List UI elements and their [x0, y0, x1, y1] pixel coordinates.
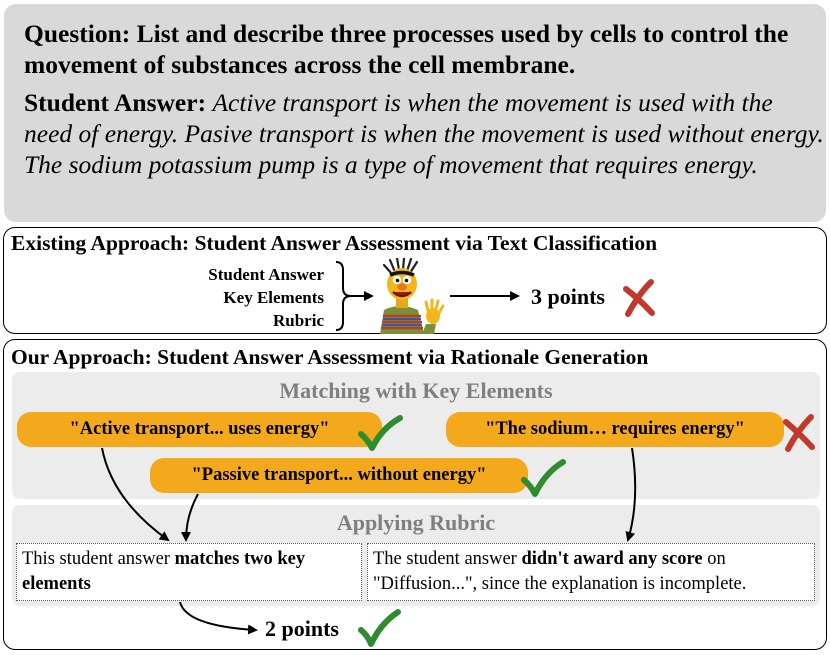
student-answer: Student Answer: Active transport is when… [24, 87, 826, 180]
rubric-left-rationale: This student answer matches two key elem… [16, 543, 362, 601]
matching-panel-title: Matching with Key Elements [279, 378, 553, 403]
rubric-panel-title: Applying Rubric [336, 510, 496, 535]
our-approach-box: Our Approach: Student Answer Assessment … [3, 339, 827, 650]
rubric-right-rationale: The student answer didn't award any scor… [367, 543, 815, 601]
rubric-right-bold: didn't award any score [521, 549, 703, 569]
our-approach-title: Our Approach: Student Answer Assessment … [11, 345, 649, 369]
input-list: Student Answer Key Elements Rubric [164, 263, 324, 332]
final-result: 2 points [265, 616, 339, 641]
student-answer-text: Active transport is when the movement is… [24, 88, 824, 179]
cross-icon [623, 279, 655, 317]
question-box: Question: List and describe three proces… [4, 4, 826, 222]
existing-result: 3 points [531, 284, 605, 309]
input-key-elements: Key Elements [223, 288, 324, 307]
bert-muppet-icon [380, 258, 445, 334]
rubric-right-pre: The student answer [373, 549, 522, 569]
check-icon [358, 415, 403, 451]
rubric-right-post: on "Diffusion...", since the explanation… [373, 549, 747, 594]
key-element-sodium-pump: "The sodium… requires energy" [446, 412, 784, 447]
existing-approach-title: Existing Approach: Student Answer Assess… [11, 231, 658, 255]
check-icon [358, 609, 401, 647]
question-text: Question: List and describe three proces… [24, 19, 789, 79]
rubric-left-bold: matches two key elements [22, 549, 306, 594]
key-element-passive-transport: "Passive transport... without energy" [150, 458, 528, 493]
cross-icon [783, 414, 815, 452]
input-student-answer: Student Answer [208, 265, 324, 284]
key-element-active-transport: "Active transport... uses energy" [17, 412, 382, 447]
check-icon [521, 459, 566, 497]
student-answer-label: Student Answer: [24, 88, 207, 117]
input-rubric: Rubric [273, 311, 324, 330]
rubric-left-pre: This student answer [22, 549, 175, 569]
